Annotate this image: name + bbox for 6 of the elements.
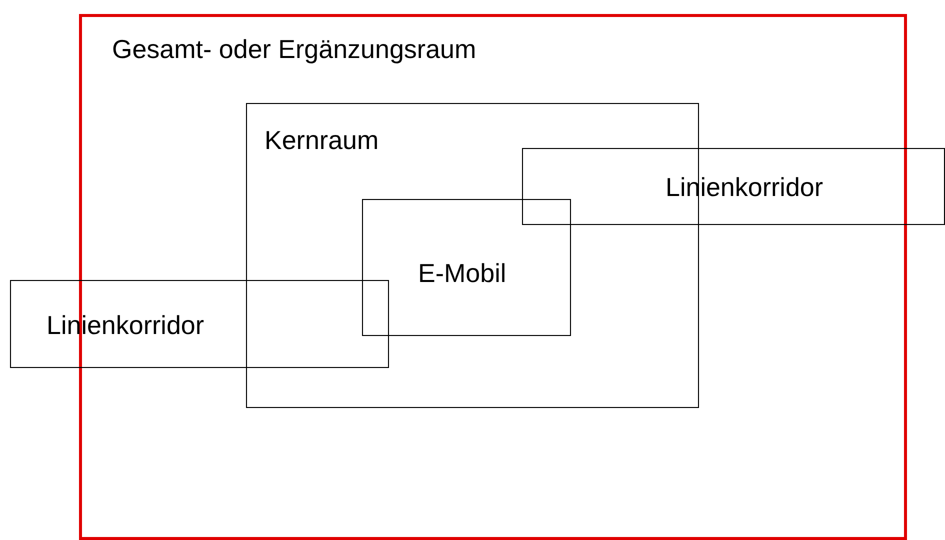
area-label: Kernraum	[264, 124, 379, 154]
corridor-box	[10, 280, 389, 368]
area-label: Gesamt- oder Ergänzungsraum	[112, 34, 476, 64]
corridor-box	[522, 148, 945, 225]
region-box	[362, 198, 570, 336]
area-label: E-Mobil	[418, 258, 506, 288]
